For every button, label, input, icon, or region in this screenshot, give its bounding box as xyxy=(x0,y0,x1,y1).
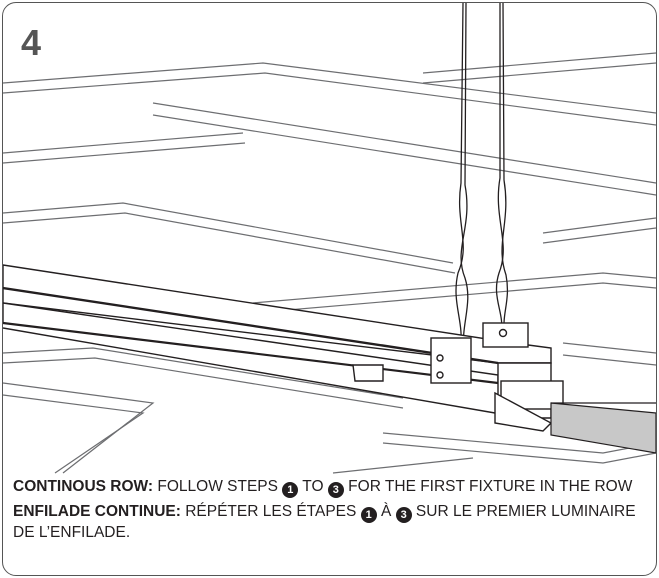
suspension-cables xyxy=(455,3,509,349)
ceiling-grid xyxy=(3,52,656,474)
caption-english-heading: CONTINOUS ROW: xyxy=(13,478,154,495)
caption-french: ENFILADE CONTINUE: RÉPÉTER LES ÉTAPES 1 … xyxy=(13,502,653,542)
step-number: 4 xyxy=(21,22,42,63)
caption-english-text-3: FOR THE FIRST FIXTURE IN THE ROW xyxy=(343,478,633,495)
linear-fixture xyxy=(3,264,564,432)
step-1-circle-icon: 1 xyxy=(360,507,377,523)
caption-french-text-1: RÉPÉTER LES ÉTAPES xyxy=(180,503,361,520)
caption-english-text-1: FOLLOW STEPS xyxy=(153,478,283,495)
step-3-circle-icon: 3 xyxy=(327,482,344,498)
ceiling-installation-illustration xyxy=(3,3,656,474)
step-3-circle-icon: 3 xyxy=(395,507,412,523)
caption-english: CONTINOUS ROW: FOLLOW STEPS 1 TO 3 FOR T… xyxy=(13,477,653,498)
caption-french-text-3: SUR LE PREMIER LUMINAIRE DE L’ENFILADE. xyxy=(13,503,636,541)
caption-french-heading: ENFILADE CONTINUE: xyxy=(13,503,181,520)
instruction-captions: CONTINOUS ROW: FOLLOW STEPS 1 TO 3 FOR T… xyxy=(13,477,653,546)
step-1-circle-icon: 1 xyxy=(282,482,299,498)
adjacent-fixture-highlight xyxy=(550,402,656,454)
caption-english-text-2: TO xyxy=(298,478,328,495)
caption-french-text-2: À xyxy=(376,503,396,520)
